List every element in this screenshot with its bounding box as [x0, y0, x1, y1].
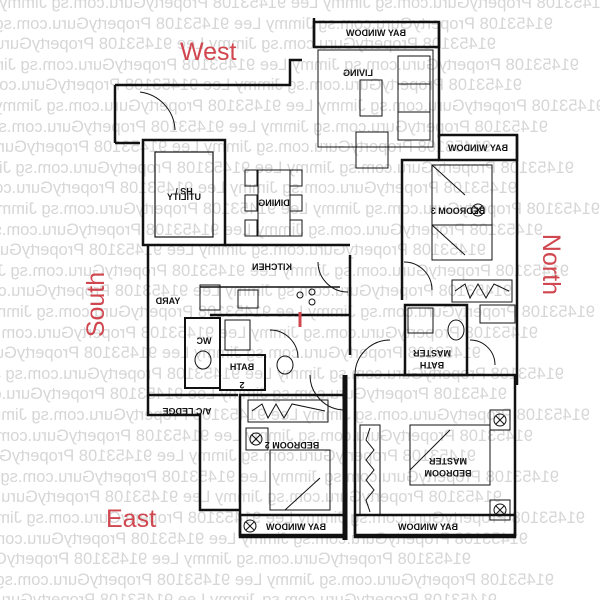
wall-entry — [115, 58, 302, 87]
label-bay-window-bedroom2: BAY WINDOW — [265, 522, 326, 532]
compass-east: East — [106, 505, 157, 533]
label-master-bath-2: BATH — [420, 360, 444, 370]
label-yard: YARD — [155, 296, 180, 306]
label-bedroom2: BEDROOM 2 — [265, 440, 320, 450]
compass-south: South — [82, 271, 111, 338]
label-master-bedroom-2: BEDROOM — [425, 468, 472, 478]
label-bay-window-living: BAY WINDOW — [345, 28, 406, 38]
bay-window-master — [353, 513, 517, 539]
label-utility-2: UTILITY — [167, 192, 201, 202]
label-bedroom3: BEDROOM 3 — [431, 206, 486, 216]
label-bay-window-master: BAY WINDOW — [397, 522, 458, 532]
label-utility-1: HS / — [175, 186, 193, 196]
compass-west: West — [180, 38, 237, 66]
label-kitchen: KITCHEN — [252, 262, 292, 272]
label-bay-window-bedroom3: BAY WINDOW — [447, 143, 508, 153]
label-bath2-1: BATH — [230, 362, 254, 372]
label-ac-ledge: A/C LEDGE — [162, 406, 211, 416]
label-bath2-2: 2 — [239, 380, 244, 390]
label-living: LIVING — [343, 68, 373, 78]
label-dining: DINING — [258, 198, 290, 208]
label-wc: WC — [196, 336, 211, 346]
label-master-bath-1: MASTER — [413, 348, 452, 358]
compass-north: North — [537, 233, 566, 296]
label-master-bedroom-1: MASTER — [429, 456, 468, 466]
